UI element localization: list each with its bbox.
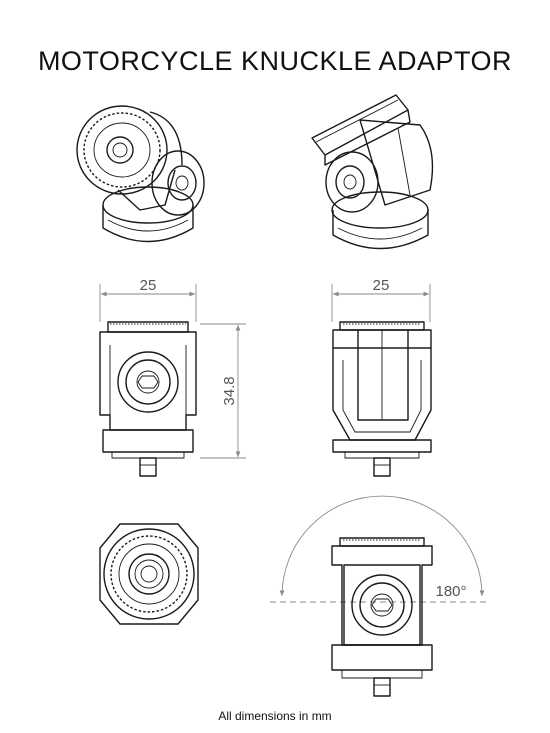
front-view <box>99 284 246 477</box>
rotation-view <box>270 495 490 697</box>
top-view <box>99 523 199 625</box>
iso-view-left <box>76 105 205 243</box>
side-width-label: 25 <box>373 277 390 294</box>
front-height-label: 34.8 <box>221 376 238 405</box>
side-view <box>331 284 432 477</box>
rotation-label: 180° <box>435 583 466 600</box>
page-title: MOTORCYCLE KNUCKLE ADAPTOR <box>37 46 513 76</box>
iso-view-right <box>311 94 434 250</box>
front-width-label: 25 <box>140 277 157 294</box>
footer-note: All dimensions in mm <box>218 709 332 723</box>
